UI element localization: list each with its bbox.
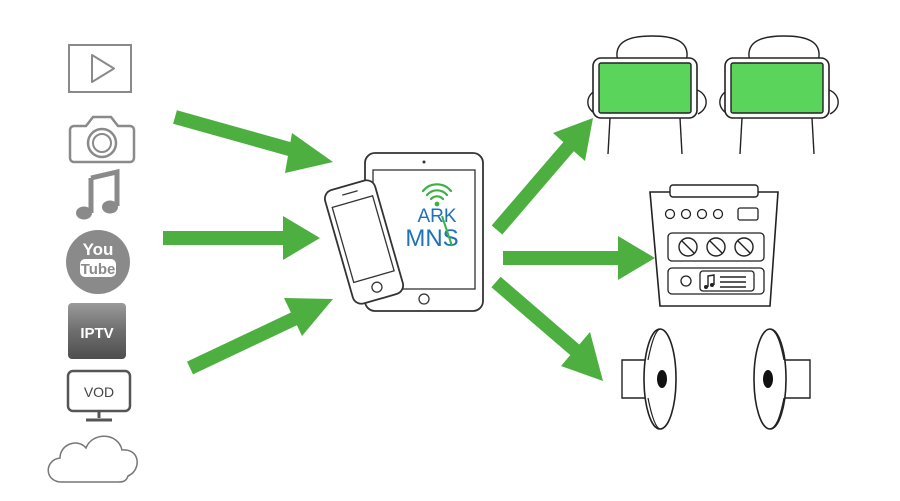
vod-tv-icon: VOD (66, 369, 132, 422)
iptv-icon: IPTV (68, 303, 126, 359)
video-play-icon (68, 44, 132, 93)
youtube-icon: You Tube (66, 230, 130, 294)
headrest-screen-right (719, 35, 839, 155)
arrow-middle-right (503, 236, 655, 280)
youtube-label-line1: You (83, 240, 114, 259)
speaker-right (753, 328, 811, 430)
arrow-bottom-right (491, 276, 603, 381)
logo-ark: ARK (417, 206, 456, 227)
logo-mns: MNS (405, 225, 458, 252)
logo-accent-stroke (441, 215, 453, 247)
car-stereo-console (649, 184, 779, 307)
iptv-label: IPTV (80, 325, 113, 342)
arrow-top-right (491, 118, 593, 235)
speaker-left (621, 328, 677, 430)
phone-device (323, 179, 405, 305)
arrow-top-left (173, 110, 333, 173)
music-note-icon (76, 168, 120, 220)
youtube-label-line2: Tube (81, 261, 116, 278)
arrow-middle-left (163, 216, 320, 260)
vod-label: VOD (84, 384, 114, 400)
arrow-bottom-left (187, 298, 333, 375)
wifi-icon (421, 183, 453, 207)
camera-icon (68, 115, 136, 164)
headrest-screen-left (587, 35, 707, 155)
cloud-icon (47, 435, 138, 483)
